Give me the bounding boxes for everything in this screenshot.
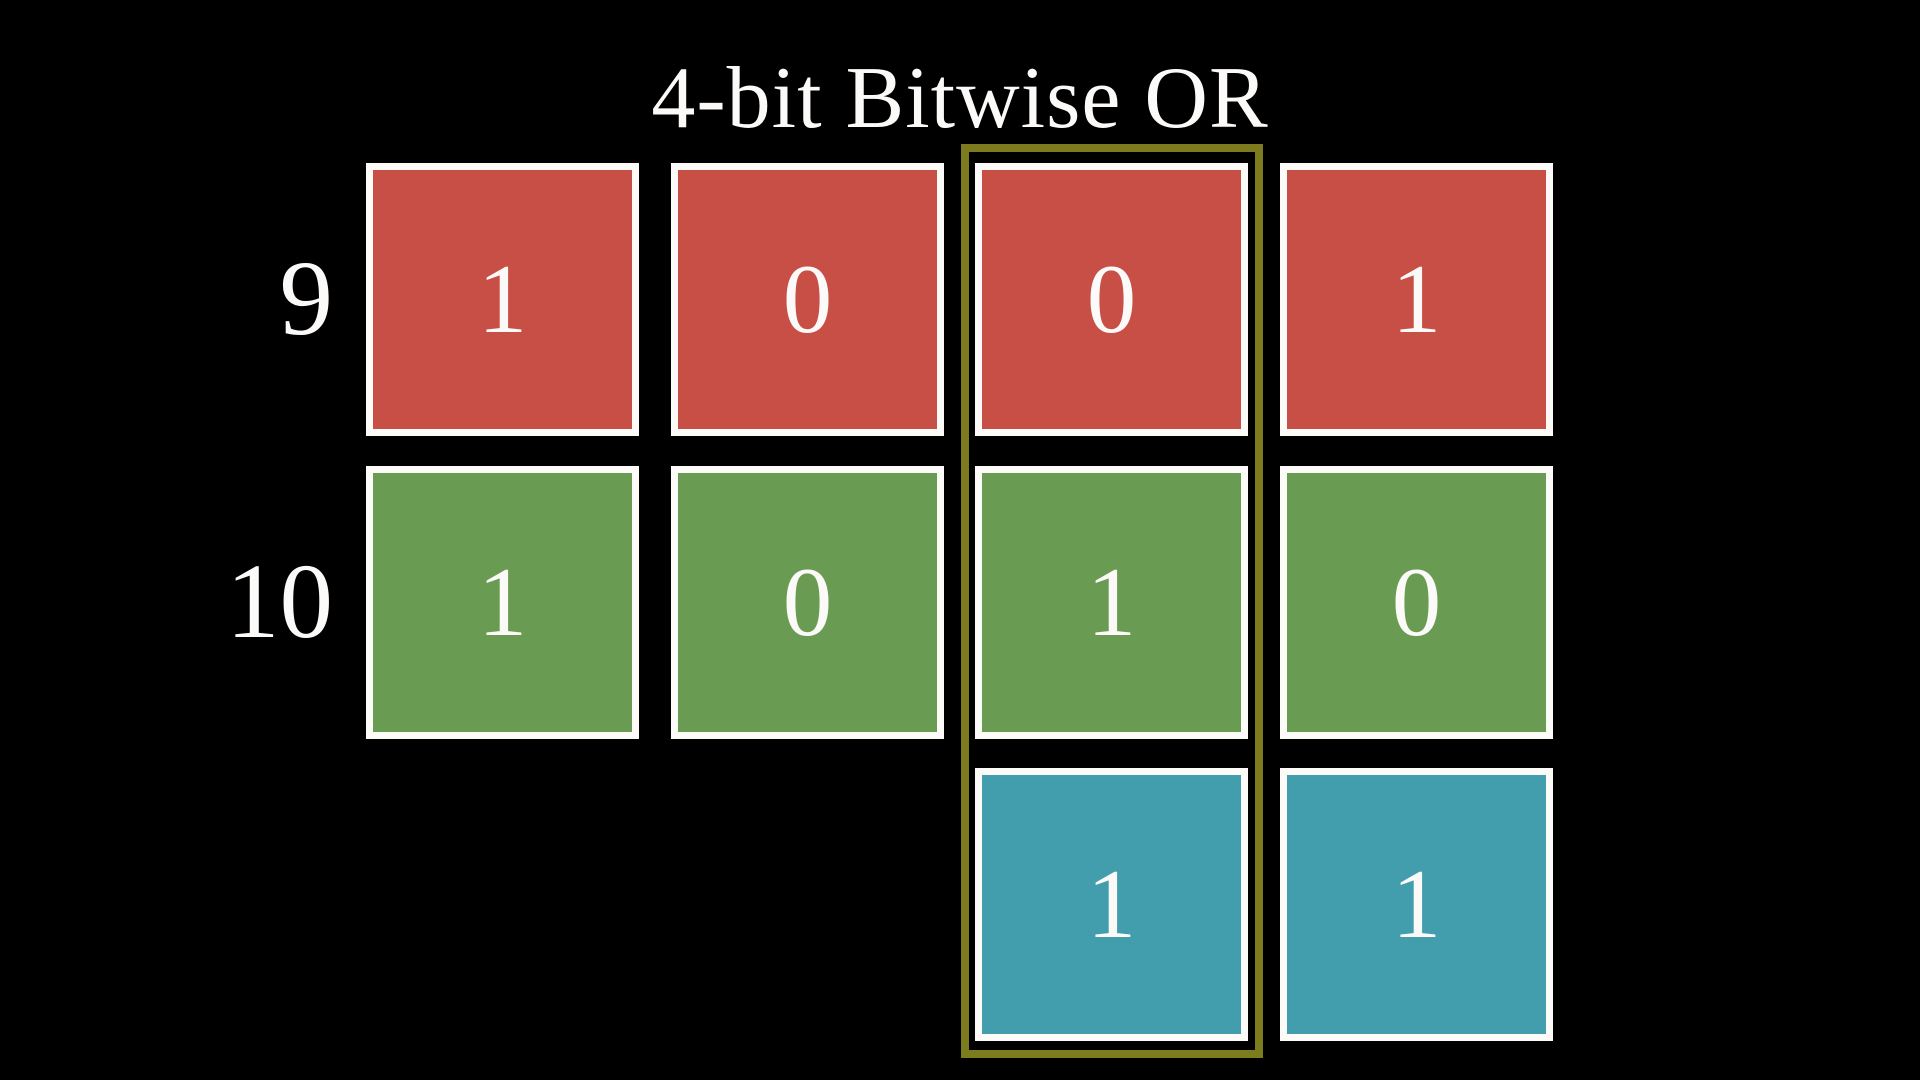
cell-result-bit0: 1 bbox=[1280, 768, 1553, 1041]
cell-a-bit3: 1 bbox=[366, 163, 639, 436]
bit-value-b-bit0: 0 bbox=[1391, 548, 1442, 657]
bit-value-b-bit1: 1 bbox=[1086, 548, 1137, 657]
bit-value-result-bit1: 1 bbox=[1086, 850, 1137, 959]
bit-value-a-bit0: 1 bbox=[1391, 245, 1442, 354]
bit-value-result-bit0: 1 bbox=[1391, 850, 1442, 959]
page-title: 4-bit Bitwise OR bbox=[651, 50, 1269, 147]
bit-value-a-bit3: 1 bbox=[477, 245, 528, 354]
cell-b-bit1: 1 bbox=[975, 466, 1248, 739]
cell-result-bit1: 1 bbox=[975, 768, 1248, 1041]
bit-value-b-bit2: 0 bbox=[782, 548, 833, 657]
cell-a-bit0: 1 bbox=[1280, 163, 1553, 436]
bit-value-a-bit2: 0 bbox=[782, 245, 833, 354]
row-label-operand-a: 9 bbox=[279, 240, 334, 358]
cell-b-bit3: 1 bbox=[366, 466, 639, 739]
bit-value-a-bit1: 0 bbox=[1086, 245, 1137, 354]
row-label-operand-b: 10 bbox=[226, 543, 333, 661]
bit-value-b-bit3: 1 bbox=[477, 548, 528, 657]
cell-b-bit2: 0 bbox=[671, 466, 944, 739]
cell-a-bit2: 0 bbox=[671, 163, 944, 436]
cell-b-bit0: 0 bbox=[1280, 466, 1553, 739]
cell-a-bit1: 0 bbox=[975, 163, 1248, 436]
